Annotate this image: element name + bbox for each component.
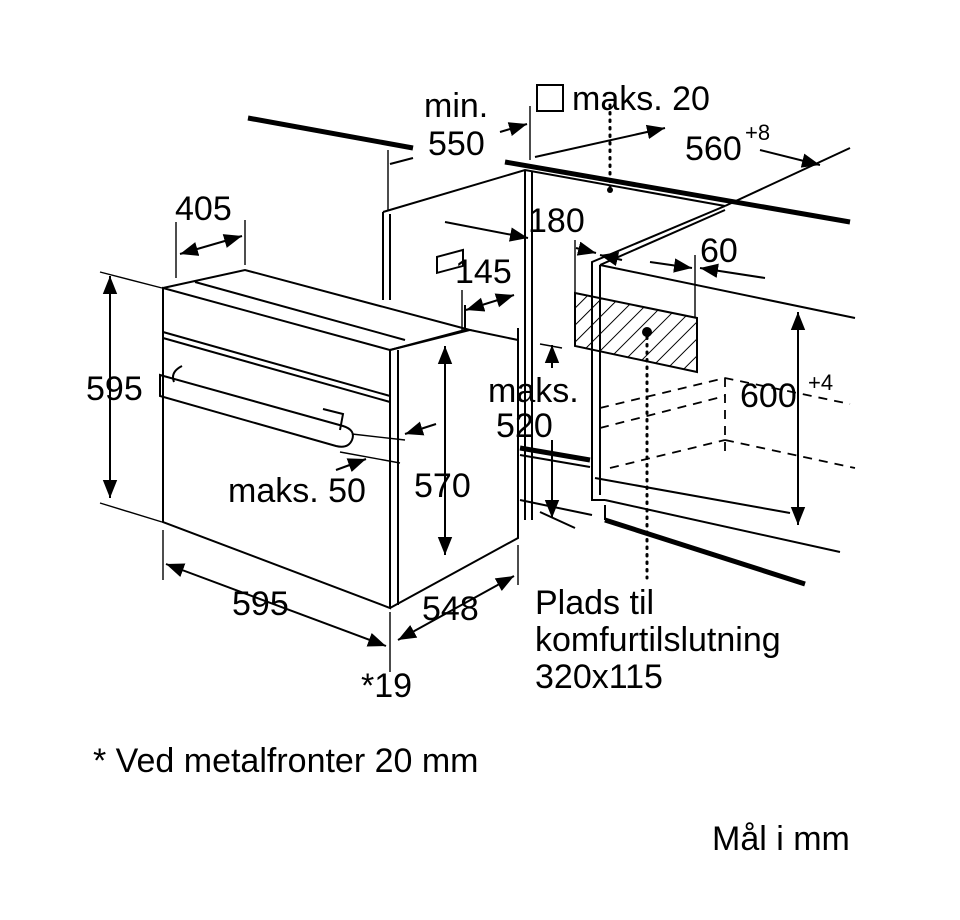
label-550: 550 [428, 125, 485, 163]
label-570: 570 [414, 467, 471, 505]
label-595-height: 595 [86, 370, 143, 408]
label-min: min. [424, 87, 488, 125]
label-560: 560 [685, 130, 742, 168]
label-548: 548 [422, 590, 479, 628]
label-600-tolerance: +4 [808, 370, 833, 395]
label-plads-line-1: Plads til [535, 584, 654, 622]
label-145: 145 [455, 253, 512, 291]
label-plads-line-3: 320x115 [535, 658, 663, 696]
units-note: Mål i mm [712, 820, 850, 858]
dashed-interior [599, 377, 856, 469]
label-520: 520 [496, 407, 553, 445]
oven [159, 248, 519, 610]
label-60: 60 [700, 232, 738, 270]
square-symbol [536, 84, 564, 112]
label-405: 405 [175, 190, 232, 228]
label-maks-top: maks. [488, 372, 579, 410]
dimension-labels: min. 550 maks. 20 560 +8 405 180 60 145 … [86, 80, 833, 705]
label-180: 180 [528, 202, 585, 240]
label-plads-line-2: komfurtilslutning [535, 621, 781, 659]
footnote: * Ved metalfronter 20 mm [93, 742, 479, 780]
label-600: 600 [740, 377, 797, 415]
connection-box [574, 103, 698, 580]
label-maks-50: maks. 50 [228, 472, 366, 510]
dimension-lines [99, 106, 821, 672]
label-19: *19 [361, 667, 412, 705]
label-595-width: 595 [232, 585, 289, 623]
label-maks-20: maks. 20 [572, 80, 710, 118]
label-560-tolerance: +8 [745, 120, 770, 145]
